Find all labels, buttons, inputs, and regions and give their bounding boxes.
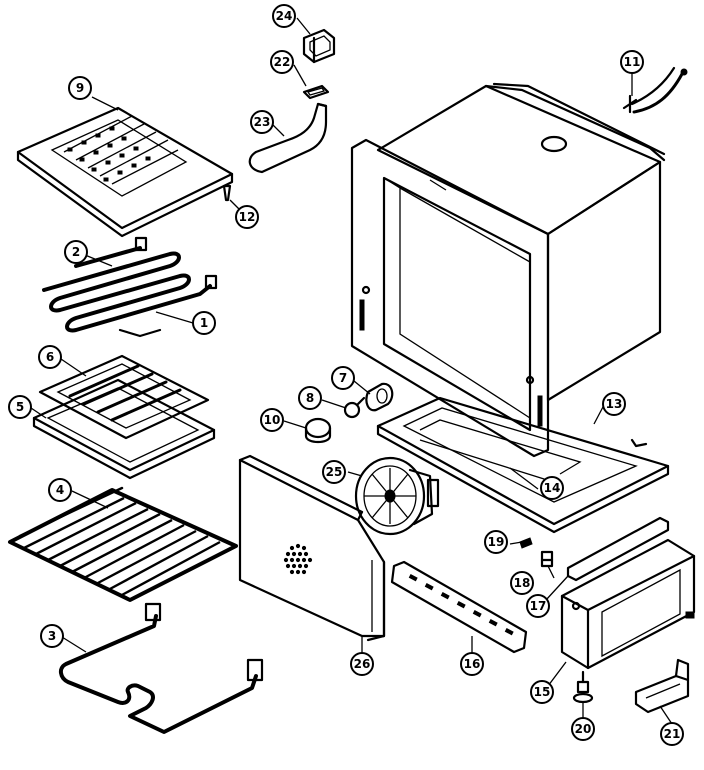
part-3-bake-element	[59, 602, 264, 734]
part-16-rail	[390, 560, 528, 654]
part-11-sensor	[622, 66, 688, 114]
callout-8: 8	[298, 386, 322, 410]
callout-7: 7	[331, 366, 355, 390]
part-2-broil-element	[42, 236, 218, 338]
callout-23-label: 23	[254, 115, 271, 129]
callout-22: 22	[270, 50, 294, 74]
part-24-switch	[302, 28, 336, 64]
callout-3: 3	[40, 624, 64, 648]
callout-3-label: 3	[48, 629, 56, 643]
part-10-light-lens	[304, 417, 332, 444]
part-4-oven-rack	[8, 486, 238, 602]
callout-22-label: 22	[274, 55, 291, 69]
callout-2: 2	[64, 240, 88, 264]
callout-9: 9	[68, 76, 92, 100]
callout-11: 11	[620, 50, 644, 74]
part-6-broiler-insert	[38, 354, 210, 440]
callout-21: 21	[660, 722, 684, 746]
callout-14-label: 14	[544, 481, 561, 495]
callout-23: 23	[250, 110, 274, 134]
callout-26-label: 26	[354, 657, 371, 671]
callout-10: 10	[260, 408, 284, 432]
callout-12: 12	[235, 205, 259, 229]
callout-5: 5	[8, 395, 32, 419]
callout-24-label: 24	[276, 9, 293, 23]
callout-25-label: 25	[326, 465, 343, 479]
part-12-screw	[222, 184, 232, 202]
part-20-leveling-leg	[572, 670, 594, 704]
callout-13-label: 13	[606, 397, 623, 411]
callout-10-label: 10	[264, 413, 281, 427]
callout-18-label: 18	[514, 576, 531, 590]
callout-16-label: 16	[464, 657, 481, 671]
part-8-light-bulb	[343, 396, 366, 419]
callout-1-label: 1	[200, 316, 208, 330]
callout-16: 16	[460, 652, 484, 676]
callout-2-label: 2	[72, 245, 80, 259]
callout-12-label: 12	[239, 210, 256, 224]
leader-lines	[30, 17, 673, 725]
callout-15: 15	[530, 680, 554, 704]
part-21-anti-tip-bracket	[634, 658, 690, 714]
part-22-bracket	[302, 84, 330, 100]
part-5-broiler-pan	[32, 378, 216, 480]
part-23-vent-duct	[248, 102, 328, 174]
part-15-drawer-box	[560, 538, 696, 670]
callout-24: 24	[272, 4, 296, 28]
part-25-convection-fan	[354, 456, 440, 536]
callout-9-label: 9	[76, 81, 84, 95]
callout-20: 20	[571, 717, 595, 741]
callout-6-label: 6	[46, 350, 54, 364]
callout-26: 26	[350, 652, 374, 676]
callout-5-label: 5	[16, 400, 24, 414]
callout-18: 18	[510, 571, 534, 595]
callout-19-label: 19	[488, 535, 505, 549]
callout-20-label: 20	[575, 722, 592, 736]
callout-13: 13	[602, 392, 626, 416]
callout-8-label: 8	[306, 391, 314, 405]
part-14-element-cover	[419, 419, 582, 485]
callout-19: 19	[484, 530, 508, 554]
callout-14: 14	[540, 476, 564, 500]
callout-17: 17	[526, 594, 550, 618]
callout-11-label: 11	[624, 55, 641, 69]
callout-17-label: 17	[530, 599, 547, 613]
part-26-rear-panel	[238, 454, 386, 642]
part-19-screw	[519, 537, 533, 549]
callout-4: 4	[48, 478, 72, 502]
callout-15-label: 15	[534, 685, 551, 699]
callout-7-label: 7	[339, 371, 347, 385]
callout-21-label: 21	[664, 727, 681, 741]
part-18-clip	[540, 550, 554, 568]
part-7-light-socket	[365, 382, 394, 412]
callout-4-label: 4	[56, 483, 64, 497]
callout-6: 6	[38, 345, 62, 369]
part-9-top-plate	[16, 106, 234, 238]
callout-25: 25	[322, 460, 346, 484]
callout-1: 1	[192, 311, 216, 335]
part-13-oven-bottom	[376, 396, 670, 534]
oven-cavity	[350, 82, 666, 458]
